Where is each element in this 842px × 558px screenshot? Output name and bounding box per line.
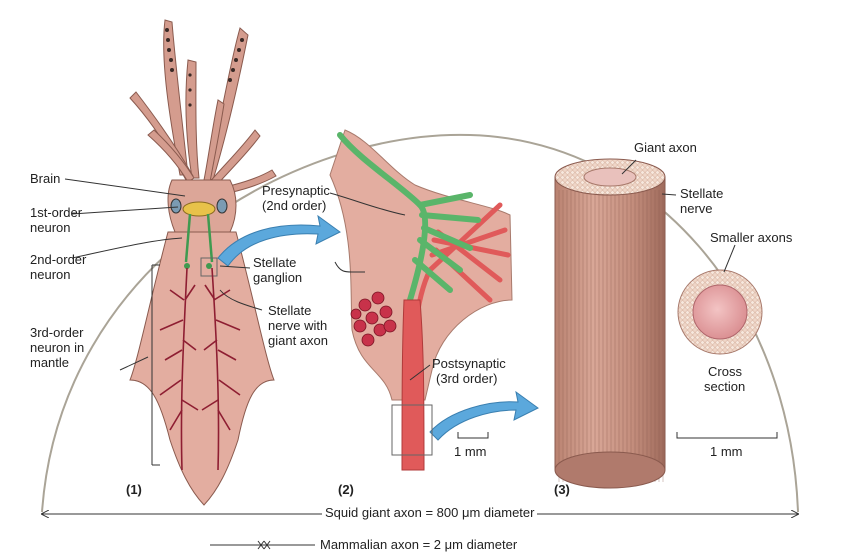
label-second-order-1: 2nd-order <box>30 252 87 267</box>
panel-number-1: (1) <box>126 482 142 497</box>
scale-bar-mid <box>457 432 489 439</box>
scale-label-right: 1 mm <box>710 444 743 459</box>
label-first-order-2: neuron <box>30 220 71 235</box>
label-postsynaptic-2: (3rd order) <box>436 371 498 386</box>
third-order-neurons <box>159 267 241 471</box>
stellate-ganglion-box <box>200 257 218 277</box>
squid-mantle <box>129 231 275 506</box>
presynaptic-fibers <box>337 132 481 303</box>
label-stellate-nerve-2: nerve with <box>268 318 328 333</box>
label-giant-axon: Giant axon <box>634 140 697 155</box>
tentacle-suckers <box>165 28 244 107</box>
squid-eye-right <box>216 198 228 214</box>
label-stellate-nerve-1: Stellate <box>268 303 312 318</box>
leader-lines <box>64 159 736 466</box>
scale-label-mid: 1 mm <box>454 444 487 459</box>
zoom-arrow-2 <box>429 390 539 441</box>
cell-bodies <box>350 291 397 347</box>
label-first-order-1: 1st-order <box>30 205 83 220</box>
scale-bar-right <box>676 432 778 439</box>
cross-section-giant-axon <box>692 284 748 340</box>
stellate-ganglion-illustration <box>329 129 513 471</box>
second-order-neuron <box>184 213 214 263</box>
label-smaller-axons: Smaller axons <box>710 230 793 245</box>
label-stellate-ganglion-2: ganglion <box>253 270 303 285</box>
label-stellate-nerve-3: giant axon <box>268 333 328 348</box>
label-presynaptic-1: Presynaptic <box>262 183 330 198</box>
brain <box>182 201 216 217</box>
label-third-order-1: 3rd-order <box>30 325 84 340</box>
label-stellate-nerve-r1: Stellate <box>680 186 724 201</box>
label-brain: Brain <box>30 171 61 186</box>
squid-tentacles <box>129 19 277 197</box>
giant-axon-trunk <box>401 299 425 471</box>
caption-mammalian-axon: Mammalian axon = 2 μm diameter <box>320 537 518 552</box>
cross-section <box>677 269 763 355</box>
axon-cylinder <box>554 158 666 489</box>
label-cross-section-1: Cross <box>708 364 742 379</box>
squid-illustration <box>129 19 277 506</box>
zoom-arrow-1 <box>217 214 341 267</box>
label-postsynaptic-1: Postsynaptic <box>432 356 506 371</box>
squid-eye-left <box>170 198 182 214</box>
label-stellate-nerve-r2: nerve <box>680 201 713 216</box>
axon-segment-box <box>391 404 433 456</box>
label-third-order-2: neuron in <box>30 340 85 355</box>
label-second-order-2: neuron <box>30 267 71 282</box>
label-cross-section-2: section <box>704 379 746 394</box>
panel-number-3: (3) <box>554 482 570 497</box>
label-presynaptic-2: (2nd order) <box>262 198 327 213</box>
panel-number-2: (2) <box>338 482 354 497</box>
giant-axon-core <box>583 167 637 187</box>
caption-squid-axon: Squid giant axon = 800 μm diameter <box>322 505 538 520</box>
label-stellate-ganglion-1: Stellate <box>253 255 297 270</box>
label-third-order-3: mantle <box>30 355 70 370</box>
